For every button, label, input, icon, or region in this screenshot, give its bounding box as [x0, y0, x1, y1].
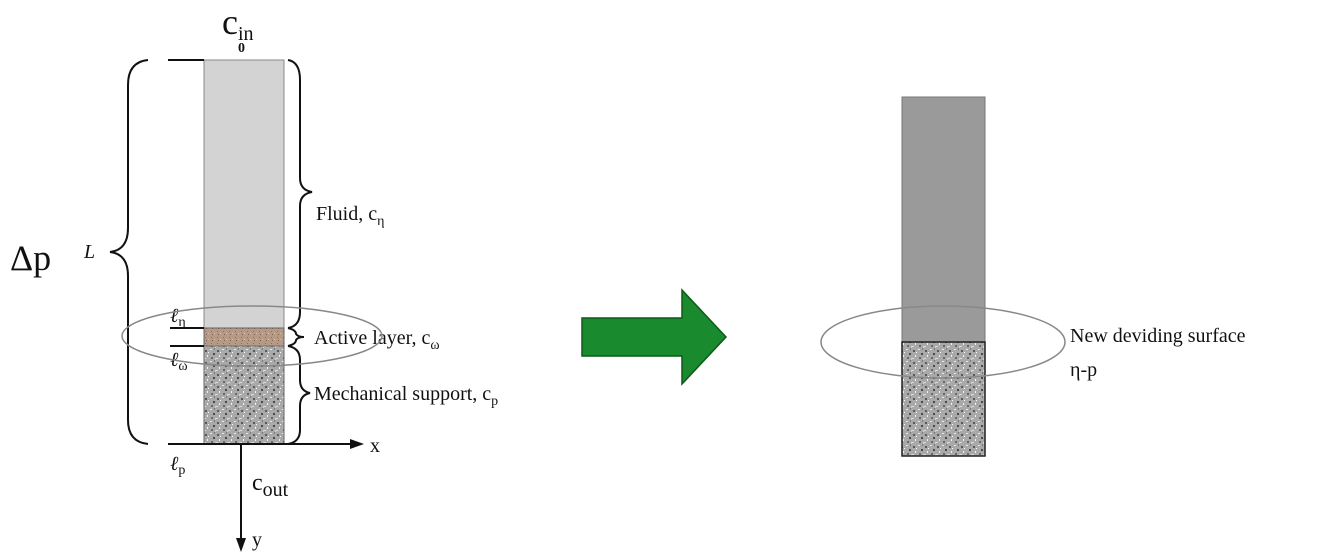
length-label: L	[83, 241, 95, 263]
support-region-right	[901, 341, 986, 457]
x-axis-label: x	[370, 435, 380, 457]
mechanical-support-region	[203, 345, 285, 445]
origin-label: 0	[238, 41, 245, 56]
dividing-surface-sublabel: η-p	[1070, 359, 1097, 381]
active-layer-brace	[287, 327, 305, 347]
support-brace	[287, 345, 311, 445]
support-label: Mechanical support, cp	[314, 383, 498, 409]
y-axis-label: y	[252, 529, 262, 551]
l-p-label: ℓp	[170, 453, 185, 478]
fluid-region	[203, 59, 285, 329]
fluid-region-right	[901, 96, 986, 343]
l-eta-label: ℓη	[170, 305, 186, 330]
interface-ellipse	[121, 305, 383, 367]
dividing-surface-label: New deviding surface	[1070, 325, 1246, 347]
active-layer-label: Active layer, cω	[314, 327, 440, 353]
x-axis-arrowhead	[350, 439, 364, 449]
dividing-surface-ellipse	[820, 305, 1066, 379]
right-diagram: New deviding surface η-p	[820, 96, 1246, 457]
active-layer-region	[203, 327, 285, 347]
inlet-label: cin	[222, 2, 254, 45]
fluid-brace	[287, 59, 313, 329]
left-diagram: cin 0 Δp L Fluid, cη Active layer, cω Me…	[10, 2, 498, 552]
outlet-label: cout	[252, 470, 289, 501]
pressure-drop-label: Δp	[10, 238, 51, 278]
y-axis-arrowhead	[236, 538, 246, 552]
length-brace	[109, 59, 149, 445]
fluid-label: Fluid, cη	[316, 203, 384, 229]
transition-arrow	[581, 288, 728, 386]
